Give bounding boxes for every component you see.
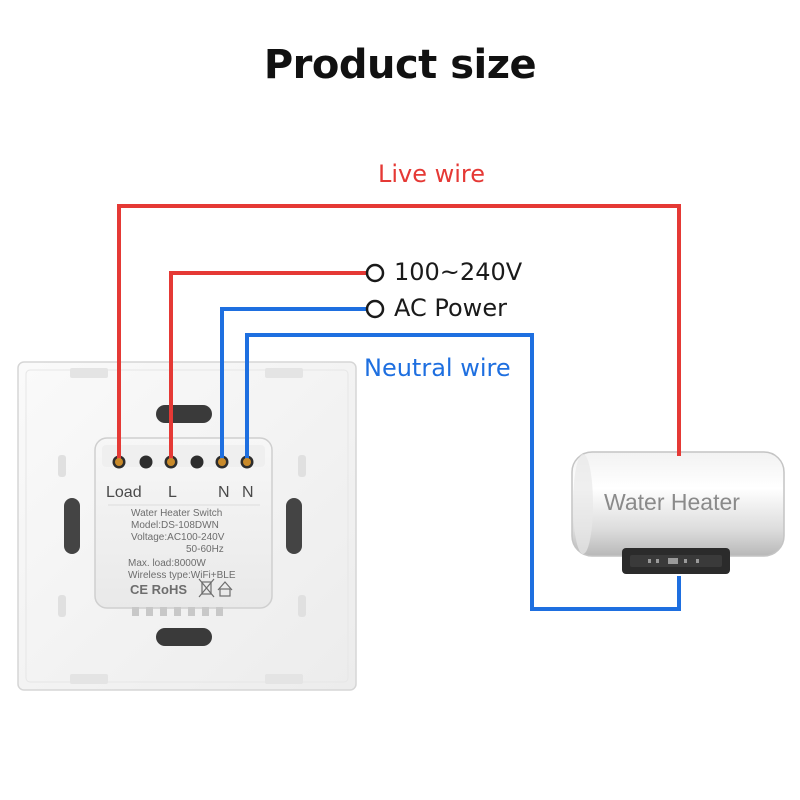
terminal-label-load: Load bbox=[106, 484, 142, 501]
neutral-wire-label: Neutral wire bbox=[364, 354, 511, 382]
module-text-frequency: 50-60Hz bbox=[186, 544, 224, 555]
ac-power-label: AC Power bbox=[394, 294, 507, 322]
terminal-label-n2: N bbox=[242, 484, 254, 501]
page-title: Product size bbox=[263, 42, 537, 88]
live-wire-l-to-supply bbox=[169, 271, 366, 462]
module-text-voltage: Voltage:AC100-240V bbox=[131, 532, 225, 543]
module-text-model: Model:DS-108DWN bbox=[131, 520, 219, 531]
neutral-wire-n-to-supply bbox=[220, 307, 366, 462]
neutral-wires bbox=[220, 307, 681, 611]
live-wire-label: Live wire bbox=[378, 160, 486, 188]
supply-terminal-live-icon bbox=[365, 263, 385, 283]
indoor-use-icon bbox=[217, 581, 233, 597]
module-text-wireless: Wireless type:WiFi+BLE bbox=[128, 570, 236, 581]
terminal-label-n1: N bbox=[218, 484, 230, 501]
voltage-label: 100~240V bbox=[394, 258, 523, 286]
terminal-label-l: L bbox=[168, 484, 177, 501]
water-heater bbox=[571, 451, 785, 574]
certification-marks: CE RoHS bbox=[130, 582, 187, 597]
supply-terminal-neutral-icon bbox=[365, 299, 385, 319]
live-wires bbox=[117, 204, 681, 462]
live-wire-load-to-heater bbox=[117, 204, 681, 462]
neutral-wire-n-to-heater bbox=[245, 333, 681, 611]
weee-bin-icon bbox=[198, 578, 215, 598]
module-text-max-load: Max. load:8000W bbox=[128, 558, 206, 569]
module-text-name: Water Heater Switch bbox=[131, 508, 222, 519]
water-heater-label: Water Heater bbox=[604, 489, 740, 515]
